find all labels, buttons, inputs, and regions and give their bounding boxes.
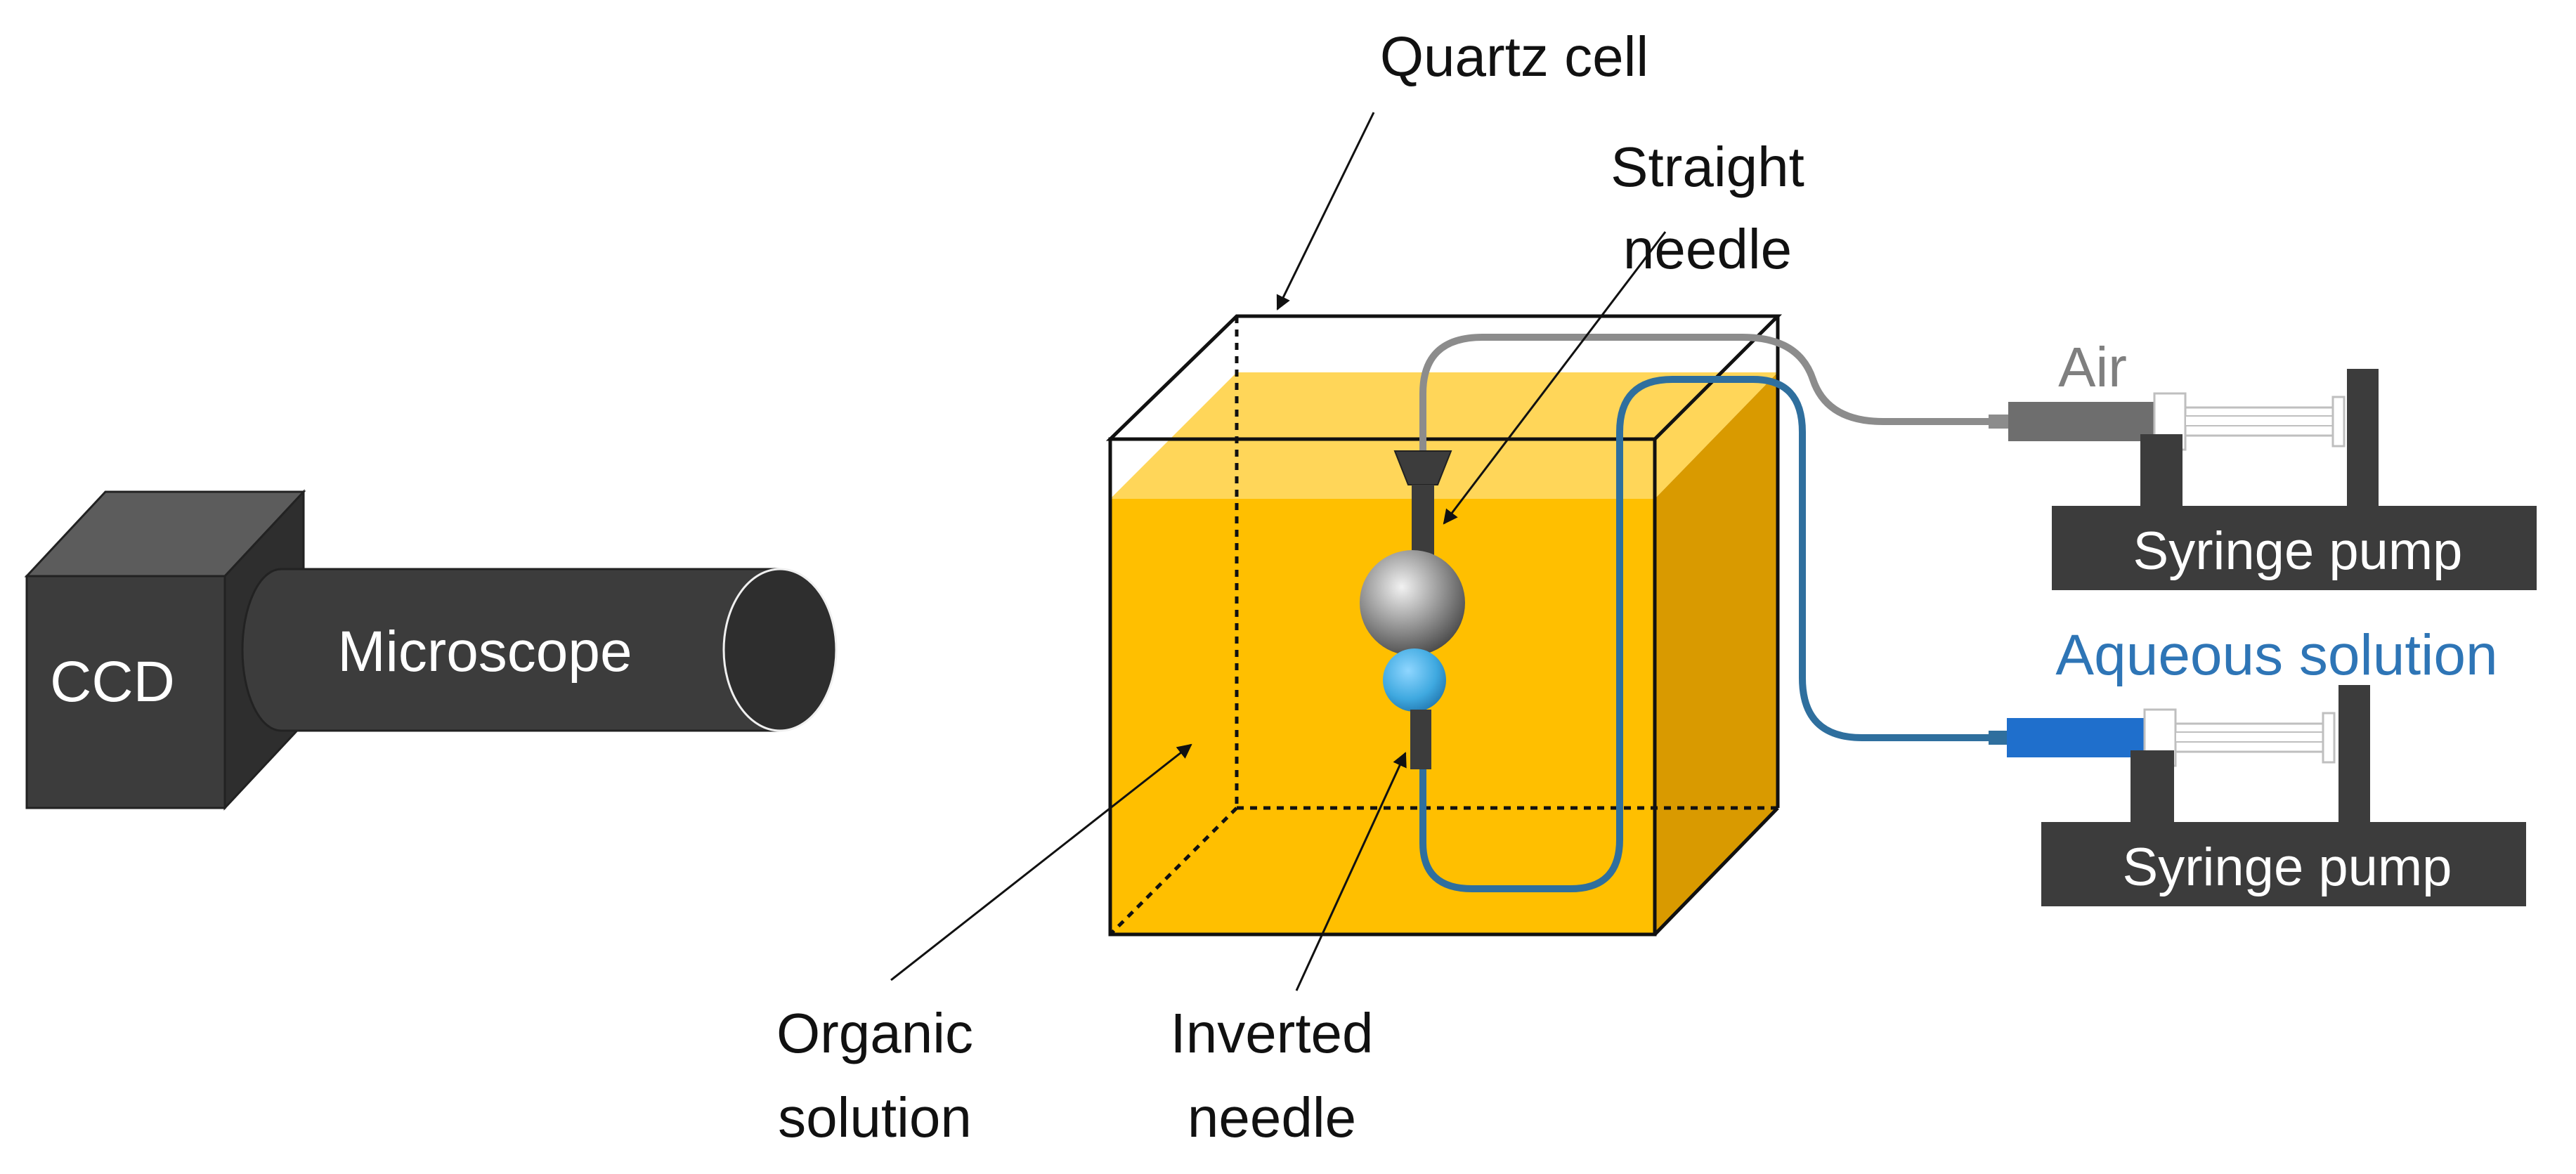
syringe-pump-bottom-label: Syringe pump: [2123, 837, 2452, 897]
syringe-pump-bottom: [2041, 685, 2526, 906]
organic-solution-label-line2: solution: [778, 1086, 972, 1149]
quartz-cell: [1105, 314, 1783, 937]
aqueous-droplet: [1383, 648, 1446, 712]
inverted-needle-label-line1: Inverted: [1170, 1002, 1373, 1064]
quartz-cell-label: Quartz cell: [1380, 25, 1648, 88]
inverted-needle-label-line2: needle: [1188, 1086, 1356, 1149]
microscope-label: Microscope: [337, 620, 632, 684]
straight-needle-label-line1: Straight: [1611, 136, 1804, 198]
ccd-label: CCD: [50, 650, 175, 714]
aqueous-solution-label: Aqueous solution: [2055, 623, 2497, 687]
inverted-needle: [1410, 710, 1431, 769]
air-bubble: [1360, 550, 1465, 656]
organic-solution-arrow: [890, 743, 1192, 981]
organic-solution-side: [1655, 372, 1778, 934]
quartz-cell-arrow: [1276, 112, 1375, 311]
organic-solution-label-line1: Organic: [776, 1002, 973, 1064]
air-label: Air: [2058, 336, 2127, 398]
microscope-tube: [241, 568, 838, 732]
syringe-pump-top-label: Syringe pump: [2133, 521, 2463, 581]
organic-solution-top: [1110, 372, 1778, 499]
inverted-needle-arrow: [1295, 752, 1407, 991]
syringe-pump-top: [2052, 369, 2537, 590]
straight-needle-arrow: [1443, 231, 1667, 525]
aqueous-tubing: [1419, 376, 1999, 892]
air-tubing: [1419, 334, 1999, 460]
straight-needle-label-line2: needle: [1623, 218, 1792, 280]
